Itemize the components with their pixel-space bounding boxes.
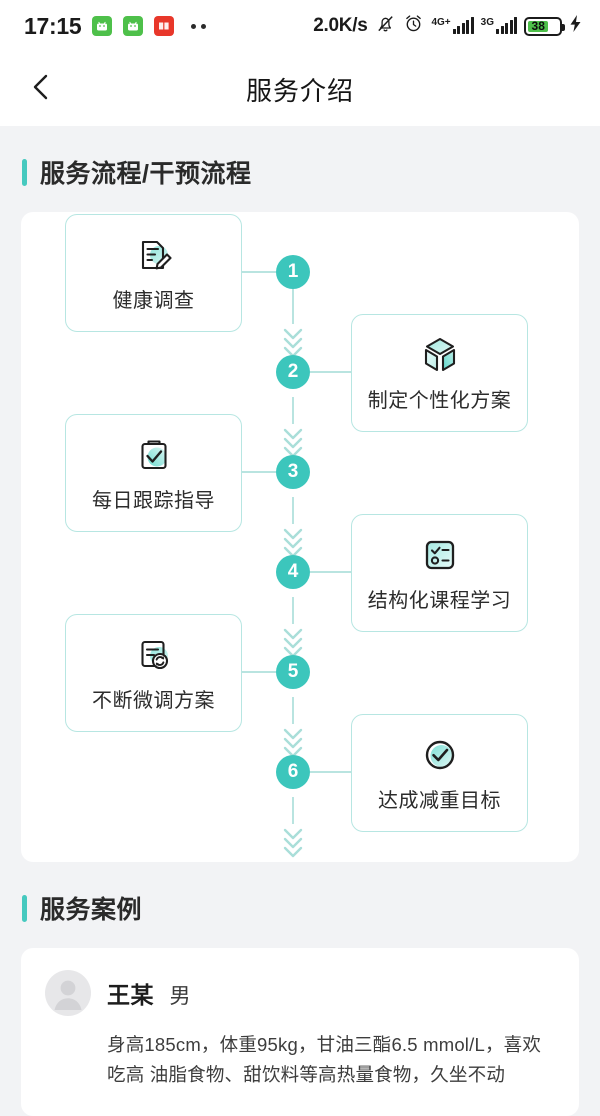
case-identity: 王某 男 (107, 976, 190, 1010)
flow-card-label: 达成减重目标 (378, 789, 501, 812)
flow-card-label: 健康调查 (112, 289, 195, 312)
section-header-cases: 服务案例 (0, 862, 600, 948)
document-refresh-icon (133, 634, 175, 676)
signal-3g-label: 3G (480, 17, 494, 28)
flow-card-step-1[interactable]: 健康调查 (65, 214, 242, 332)
clipboard-check-icon (133, 434, 175, 476)
red-badge-icon (154, 16, 175, 36)
status-bar-left: 17:15 (24, 12, 207, 39)
step-number: 1 (287, 261, 299, 282)
page-title: 服务介绍 (245, 75, 354, 106)
step-number: 6 (287, 761, 299, 782)
case-card[interactable]: 王某 男 身高185cm，体重95kg，甘油三酯6.5 mmol/L，喜欢吃高 … (21, 948, 579, 1116)
signal-4g-label: 4G+ (431, 17, 451, 28)
status-time: 17:15 (24, 12, 82, 39)
signal-4g-icon: 4G+ (431, 17, 474, 34)
alarm-clock-icon (403, 13, 424, 39)
status-bar: 17:15 (0, 0, 600, 52)
signal-3g-bars (496, 17, 517, 34)
case-gender: 男 (169, 985, 191, 1008)
document-edit-icon (133, 234, 175, 276)
user-avatar-icon (45, 970, 91, 1016)
android-app-icon (123, 16, 144, 36)
step-badge-6[interactable]: 6 (276, 755, 310, 789)
flow-card-label: 结构化课程学习 (367, 589, 512, 612)
bell-muted-icon (375, 13, 396, 39)
step-badge-3[interactable]: 3 (276, 455, 310, 489)
case-header: 王某 男 (45, 970, 555, 1016)
step-number: 3 (287, 461, 299, 482)
case-description: 身高185cm，体重95kg，甘油三酯6.5 mmol/L，喜欢吃高 油脂食物、… (107, 1034, 542, 1085)
back-button[interactable] (22, 70, 60, 108)
status-bar-right: 2.0K/s 4G+ 3G 38 (313, 13, 582, 39)
step-badge-1[interactable]: 1 (276, 255, 310, 289)
step-badge-2[interactable]: 2 (276, 355, 310, 389)
flow-card-step-4[interactable]: 结构化课程学习 (351, 514, 528, 632)
flow-card-step-5[interactable]: 不断微调方案 (65, 614, 242, 732)
circle-check-icon (419, 734, 461, 776)
lightning-bolt-icon (569, 14, 582, 38)
network-speed: 2.0K/s (313, 15, 368, 36)
battery-icon: 38 (524, 16, 565, 36)
two-dots-icon (191, 23, 207, 29)
signal-3g-icon: 3G (480, 17, 517, 34)
step-badge-5[interactable]: 5 (276, 655, 310, 689)
section-accent-bar (22, 158, 27, 186)
navigation-bar: 服务介绍 (0, 52, 600, 126)
task-list-icon (419, 534, 461, 576)
section-header-flow: 服务流程/干预流程 (0, 126, 600, 212)
battery-fill: 38 (528, 19, 549, 33)
signal-4g-bars (452, 17, 474, 34)
step-badge-4[interactable]: 4 (276, 555, 310, 589)
flow-card-step-2[interactable]: 制定个性化方案 (351, 314, 528, 432)
page-content: 服务流程/干预流程 (0, 126, 600, 1116)
step-number: 5 (287, 661, 299, 682)
case-name: 王某 (107, 982, 154, 1008)
step-number: 2 (287, 361, 299, 382)
section-accent-bar (22, 894, 27, 922)
section-title-flow: 服务流程/干预流程 (40, 160, 252, 188)
flow-card-step-6[interactable]: 达成减重目标 (351, 714, 528, 832)
battery-level: 38 (531, 19, 545, 33)
cube-3d-icon (419, 334, 461, 376)
flow-diagram: 健康调查 1 (21, 212, 579, 862)
flow-card-step-3[interactable]: 每日跟踪指导 (65, 414, 242, 532)
flow-card-label: 制定个性化方案 (367, 389, 512, 412)
android-app-icon (92, 16, 113, 36)
step-number: 4 (287, 561, 299, 582)
flow-card-label: 每日跟踪指导 (92, 489, 215, 512)
flow-panel: 健康调查 1 (21, 212, 579, 862)
chevron-left-icon (29, 72, 53, 107)
section-title-cases: 服务案例 (40, 896, 143, 924)
flow-card-label: 不断微调方案 (92, 689, 215, 712)
